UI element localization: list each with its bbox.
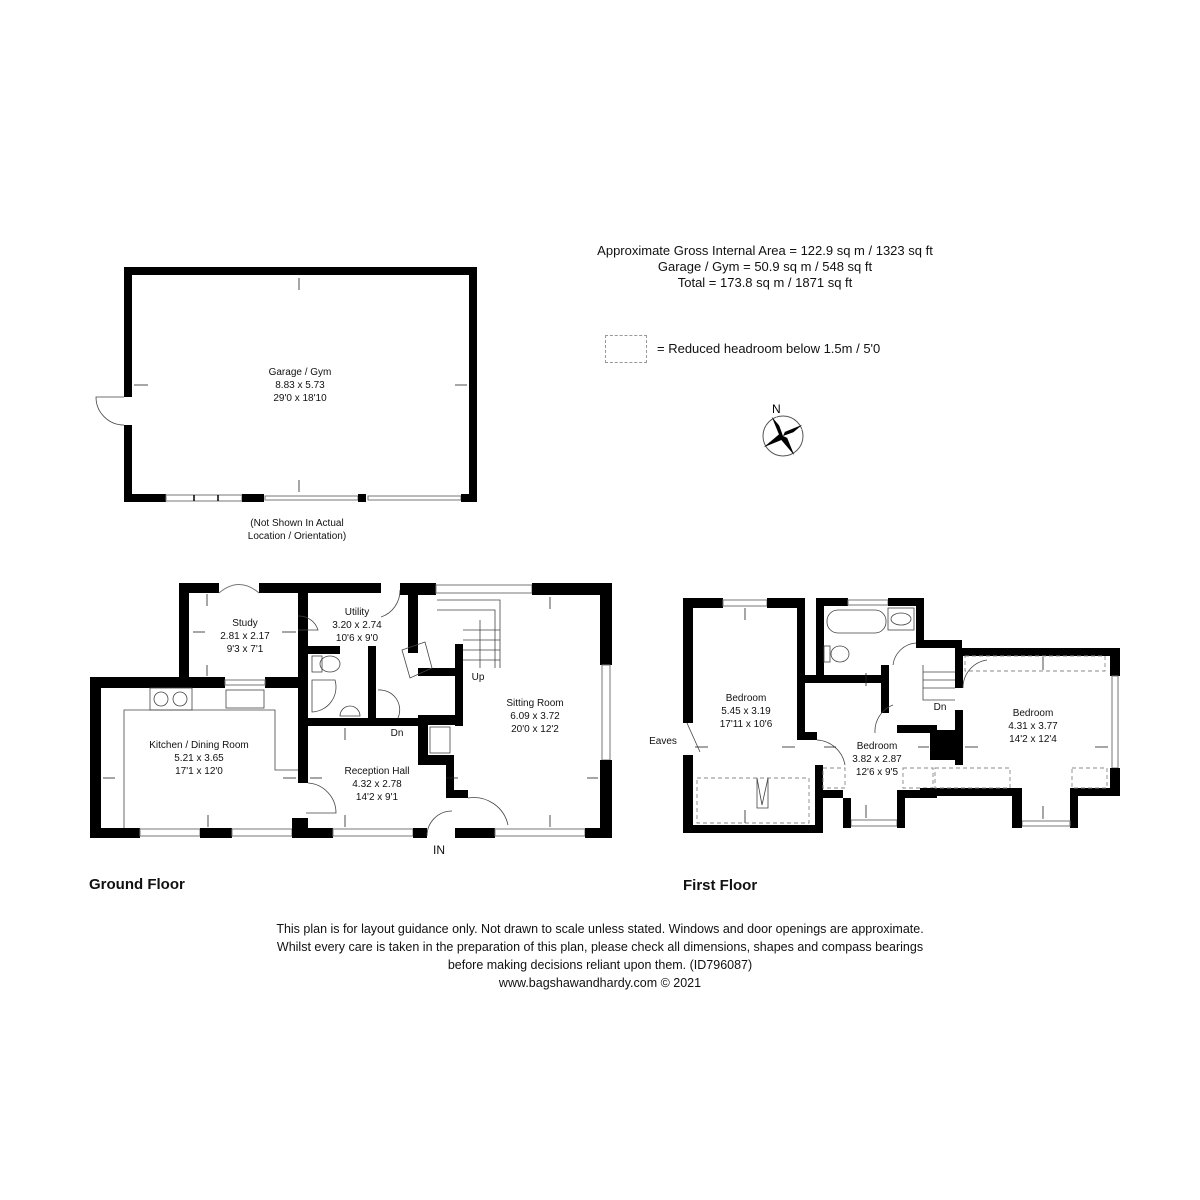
first-floor-plan: Bedroom 5.45 x 3.19 17'11 x 10'6 Bedroom… bbox=[649, 598, 1120, 833]
ground-floor-title: Ground Floor bbox=[89, 876, 185, 893]
reduced-headroom-swatch-icon bbox=[605, 335, 647, 363]
entrance-label: IN bbox=[433, 843, 445, 857]
garage-plan: Garage / Gym 8.83 x 5.73 29'0 x 18'10 (N… bbox=[95, 267, 477, 542]
bedroom-2-imperial: 12'6 x 9'5 bbox=[856, 767, 899, 778]
bedroom-1-metric: 5.45 x 3.19 bbox=[721, 706, 771, 717]
area-summary: Approximate Gross Internal Area = 122.9 … bbox=[560, 243, 970, 291]
bedroom-3-imperial: 14'2 x 12'4 bbox=[1009, 734, 1057, 745]
total-area: Total = 173.8 sq m / 1871 sq ft bbox=[677, 275, 853, 290]
stairs-down-label: Dn bbox=[391, 728, 404, 739]
website-copyright: www.bagshawandhardy.com © 2021 bbox=[498, 976, 702, 990]
bedroom-2-name: Bedroom bbox=[857, 741, 898, 752]
compass-icon: N bbox=[762, 402, 804, 457]
reception-hall-imperial: 14'2 x 9'1 bbox=[356, 792, 399, 803]
kitchen-imperial: 17'1 x 12'0 bbox=[175, 766, 223, 777]
disclaimer-line-2: Whilst every care is taken in the prepar… bbox=[276, 940, 924, 954]
bedroom-1-imperial: 17'11 x 10'6 bbox=[720, 719, 773, 730]
bedroom-1-name: Bedroom bbox=[726, 693, 767, 704]
disclaimer-line-3: before making decisions reliant upon the… bbox=[447, 958, 753, 972]
utility-name: Utility bbox=[345, 607, 369, 618]
stairs-up-label: Up bbox=[472, 672, 485, 683]
garage-metric: 8.83 x 5.73 bbox=[275, 380, 325, 391]
disclaimer-line-1: This plan is for layout guidance only. N… bbox=[276, 922, 924, 936]
garage-note-1: (Not Shown In Actual bbox=[250, 518, 343, 529]
sitting-room-imperial: 20'0 x 12'2 bbox=[511, 724, 559, 735]
ground-floor-plan: Study 2.81 x 2.17 9'3 x 7'1 Utility 3.20… bbox=[90, 583, 612, 857]
sitting-room-name: Sitting Room bbox=[506, 698, 563, 709]
kitchen-metric: 5.21 x 3.65 bbox=[174, 753, 224, 764]
gross-internal-area: Approximate Gross Internal Area = 122.9 … bbox=[597, 243, 933, 258]
eaves-label: Eaves bbox=[649, 736, 677, 747]
garage-area: Garage / Gym = 50.9 sq m / 548 sq ft bbox=[657, 259, 873, 274]
garage-name: Garage / Gym bbox=[269, 367, 332, 378]
sitting-room-metric: 6.09 x 3.72 bbox=[510, 711, 560, 722]
first-floor-title: First Floor bbox=[683, 877, 758, 894]
study-name: Study bbox=[232, 618, 258, 629]
study-imperial: 9'3 x 7'1 bbox=[227, 644, 264, 655]
reduced-headroom-label: = Reduced headroom below 1.5m / 5'0 bbox=[657, 341, 881, 356]
utility-metric: 3.20 x 2.74 bbox=[332, 620, 382, 631]
kitchen-name: Kitchen / Dining Room bbox=[149, 740, 249, 751]
compass-north-label: N bbox=[772, 402, 781, 416]
garage-imperial: 29'0 x 18'10 bbox=[273, 393, 327, 404]
bedroom-2-metric: 3.82 x 2.87 bbox=[852, 754, 902, 765]
bedroom-3-name: Bedroom bbox=[1013, 708, 1054, 719]
bedroom-3-metric: 4.31 x 3.77 bbox=[1008, 721, 1058, 732]
reception-hall-metric: 4.32 x 2.78 bbox=[352, 779, 402, 790]
landing-down-label: Dn bbox=[934, 702, 947, 713]
study-metric: 2.81 x 2.17 bbox=[220, 631, 270, 642]
utility-imperial: 10'6 x 9'0 bbox=[336, 633, 379, 644]
disclaimer: This plan is for layout guidance only. N… bbox=[180, 920, 1020, 992]
garage-note-2: Location / Orientation) bbox=[248, 531, 346, 542]
reception-hall-name: Reception Hall bbox=[344, 766, 409, 777]
